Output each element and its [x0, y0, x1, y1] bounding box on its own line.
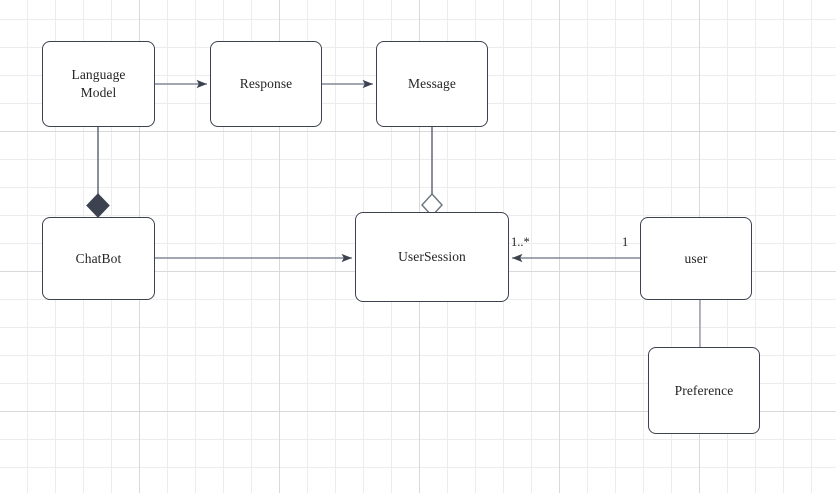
- node-language-model[interactable]: Language Model: [42, 41, 155, 127]
- node-message[interactable]: Message: [376, 41, 488, 127]
- node-user-label: user: [684, 250, 708, 266]
- node-response-label: Response: [239, 76, 293, 92]
- edge-message-to-user-session: [421, 127, 443, 218]
- multiplicity-label-user-session-many: 1..*: [511, 235, 530, 249]
- node-chatbot-label: ChatBot: [75, 250, 122, 266]
- filled-diamond-marker: [86, 193, 110, 218]
- multiplicity-label-user-one: 1: [622, 235, 629, 249]
- node-message-label: Message: [408, 76, 456, 92]
- node-chatbot[interactable]: ChatBot: [42, 217, 155, 300]
- node-user[interactable]: user: [640, 217, 752, 300]
- node-user-session-label: UserSession: [398, 249, 466, 265]
- node-preference-label: Preference: [674, 382, 734, 398]
- node-user-session[interactable]: UserSession: [355, 212, 509, 302]
- node-language-model-label: Language Model: [71, 67, 126, 100]
- node-response[interactable]: Response: [210, 41, 322, 127]
- edge-language-model-to-chatbot: [86, 127, 110, 218]
- node-preference[interactable]: Preference: [648, 347, 760, 434]
